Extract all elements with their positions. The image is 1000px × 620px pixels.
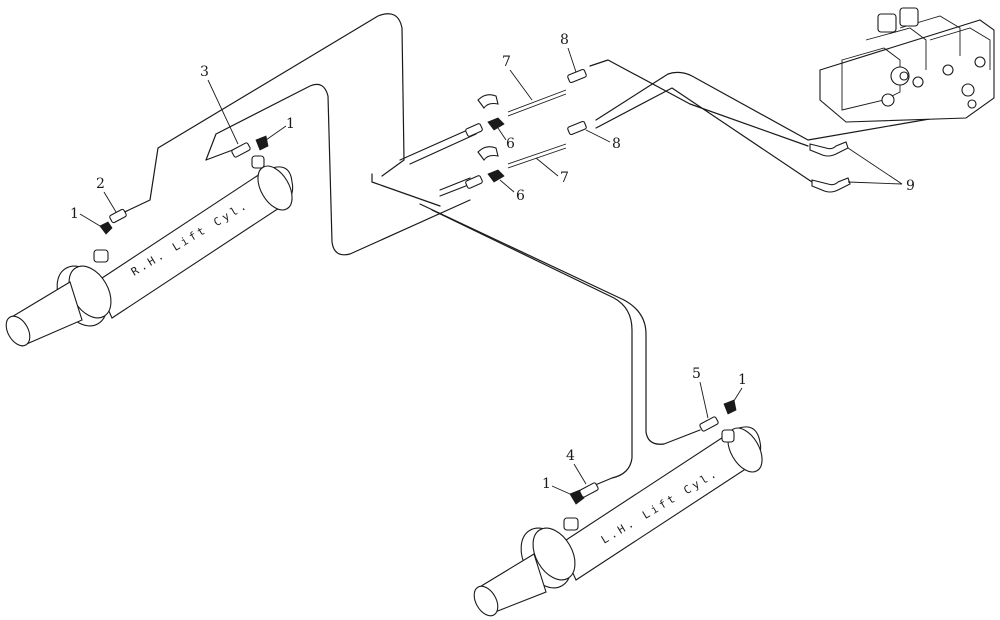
callout-6-lower: 6 — [516, 188, 525, 204]
tee-fitting-6-lower — [487, 169, 505, 183]
connector-fitting-8-upper — [567, 68, 587, 84]
rh-upper-line-inner — [205, 83, 471, 256]
valve-section-b — [865, 27, 927, 70]
valve-port-f — [881, 93, 895, 107]
hose-7-lower — [507, 143, 567, 165]
rh-cylinder-rod-end — [5, 315, 31, 347]
feed-line-c — [439, 177, 471, 191]
callout-9: 9 — [906, 178, 915, 194]
lh-cylinder-endcap — [727, 427, 763, 473]
callout-2: 2 — [96, 176, 105, 192]
lh-line-inner — [431, 209, 633, 489]
rh-port-front — [251, 155, 265, 169]
rh-upper-line-outer — [111, 13, 405, 219]
callout-5: 5 — [692, 366, 701, 382]
callout-7-upper: 7 — [502, 54, 511, 70]
callout-1-lh-front: 1 — [738, 372, 747, 388]
lh-port-front — [721, 429, 735, 443]
valve-port-e — [974, 56, 986, 68]
valve-section-c — [899, 15, 961, 56]
upper-feed-line-a — [399, 127, 473, 161]
lh-cylinder-rod-end — [473, 585, 499, 617]
valve-port-d — [942, 64, 954, 76]
lh-line-outer — [419, 203, 701, 445]
adapter-fitting-3 — [231, 142, 251, 158]
fittings — [99, 68, 851, 505]
adapter-fitting-5 — [699, 416, 719, 432]
lh-lift-cylinder: L.H. Lift Cyl. — [473, 426, 763, 617]
hydraulic-lines — [111, 13, 971, 489]
adapter-fitting-2 — [109, 208, 127, 224]
tee-fitting-6-upper — [487, 117, 505, 131]
valve-line-third — [595, 87, 813, 183]
callout-8-upper: 8 — [560, 32, 569, 48]
callout-1-rh-front: 1 — [286, 116, 295, 132]
lh-port-rear — [563, 517, 579, 531]
hose-7-upper-b — [507, 93, 567, 117]
hose-7-lower-b — [507, 147, 567, 169]
control-valve-block — [819, 7, 995, 123]
solenoid-connector-a — [877, 13, 897, 33]
callout-7-lower: 7 — [560, 170, 569, 186]
tee-adapter-upper — [465, 123, 483, 137]
callout-4: 4 — [566, 448, 575, 464]
rh-lift-cylinder: R.H. Lift Cyl. — [5, 155, 294, 347]
callout-3: 3 — [200, 64, 209, 80]
rh-lower-line — [371, 173, 441, 207]
hose-elbow-upper — [477, 94, 499, 109]
callout-6-upper: 6 — [506, 136, 515, 152]
valve-line-lower — [595, 71, 971, 141]
hose-7-upper — [507, 89, 567, 113]
valve-section-d — [929, 27, 991, 70]
valve-elbow-9-upper — [809, 141, 849, 157]
upper-feed-line-b — [409, 133, 477, 165]
valve-port-a — [912, 76, 924, 88]
callout-1-rh-rear: 1 — [70, 206, 79, 222]
lh-cylinder-collar-inner — [532, 527, 576, 581]
callout-8-lower: 8 — [612, 136, 621, 152]
elbow-fitting-1-rh-rear — [99, 221, 113, 235]
solenoid-connector-b — [899, 7, 919, 27]
elbow-fitting-1-lh-front — [723, 399, 737, 415]
callout-1-lh-rear: 1 — [542, 476, 551, 492]
rh-port-rear — [93, 249, 109, 263]
valve-section-a — [841, 47, 901, 111]
valve-elbow-9-lower — [811, 177, 851, 193]
valve-fitting-a-core — [899, 71, 909, 81]
hose-elbow-lower — [477, 146, 499, 161]
callouts: 1 2 3 1 7 8 6 8 7 6 9 5 1 4 1 — [70, 32, 915, 495]
adapter-fitting-4 — [579, 482, 599, 498]
valve-line-upper — [589, 59, 809, 147]
valve-port-b — [961, 83, 975, 97]
valve-port-c — [967, 99, 977, 109]
tee-adapter-lower — [465, 175, 483, 189]
elbow-fitting-1-rh-front — [255, 135, 269, 151]
connector-fitting-8-lower — [567, 120, 587, 136]
